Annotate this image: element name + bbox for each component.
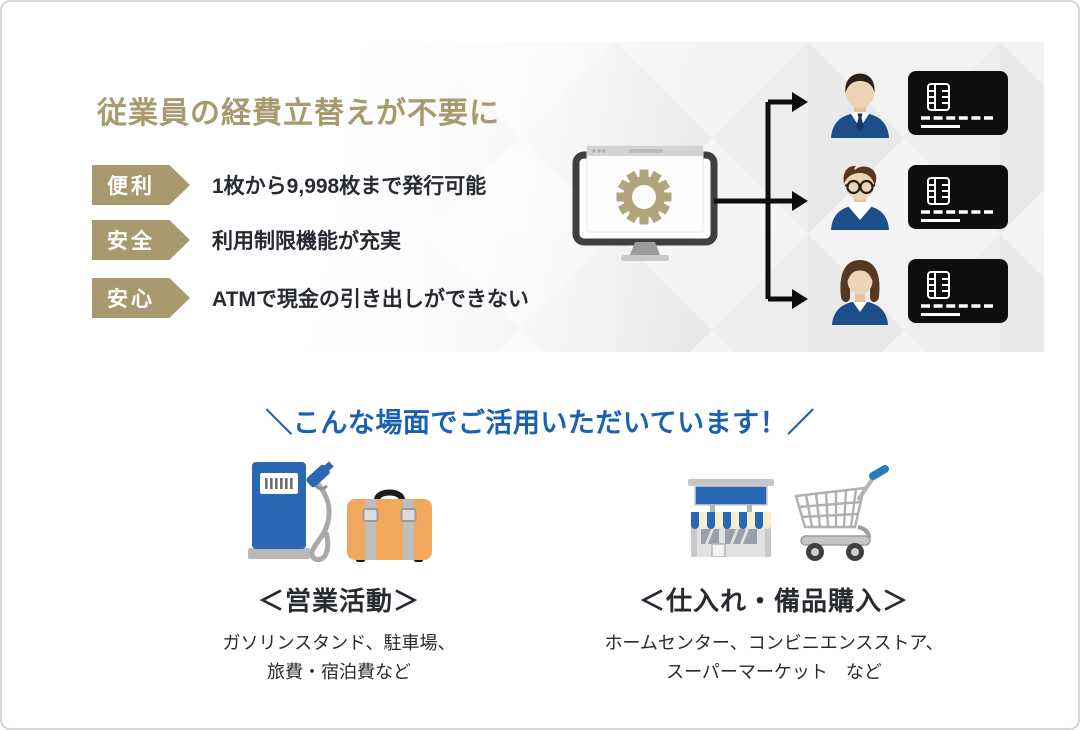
pump-nozzle bbox=[306, 461, 334, 491]
card-chip bbox=[927, 83, 950, 111]
arrowheads bbox=[792, 92, 808, 309]
usage-heading: ＼こんな場面でご活用いただいています！／ bbox=[265, 408, 815, 438]
gas-pump-icon bbox=[248, 461, 334, 563]
feature-badge-anzen: 安全 bbox=[92, 220, 190, 260]
usage-column-line: ガソリンスタンド、駐車場、 bbox=[222, 633, 456, 653]
feature-text-anshin: ATMで現金の引き出しができない bbox=[212, 288, 529, 311]
employee-woman-icon bbox=[832, 260, 888, 325]
suitcase-icon bbox=[347, 489, 432, 562]
usage-column-title: ＜営業活動＞ bbox=[257, 586, 420, 616]
employee-suit-man-icon bbox=[831, 73, 889, 138]
feature-text-benri: 1枚から9,998枚まで発行可能 bbox=[212, 175, 487, 198]
usage-column-line: スーパーマーケット など bbox=[666, 662, 882, 682]
store-awning bbox=[691, 512, 771, 529]
store-windows bbox=[701, 529, 757, 544]
gear-icon bbox=[616, 169, 672, 225]
feature-text-anzen: 利用制限機能が充実 bbox=[212, 230, 401, 253]
feature-badge-anshin: 安心 bbox=[92, 278, 190, 318]
credit-card-icon bbox=[908, 71, 1008, 135]
employee-glasses-man-icon bbox=[831, 165, 889, 230]
feature-badge-benri: 便利 bbox=[92, 165, 190, 205]
usage-column-sales: ＜営業活動＞ ガソリンスタンド、駐車場、 旅費・宿泊費など bbox=[139, 581, 539, 687]
monitor-icon bbox=[572, 145, 718, 261]
monitor-stand bbox=[630, 242, 660, 255]
store-door bbox=[711, 543, 726, 557]
usage-column-title: ＜仕入れ・備品購入＞ bbox=[638, 586, 909, 616]
shopping-cart-icon bbox=[794, 465, 889, 561]
feature-row-anzen: 安全 利用制限機能が充実 bbox=[92, 220, 401, 260]
banner-title: 従業員の経費立替えが不要に bbox=[97, 97, 500, 130]
benefits-banner: 従業員の経費立替えが不要に 便利 1枚から9,998枚まで発行可能 安全 利用制… bbox=[40, 42, 1044, 352]
feature-row-benri: 便利 1枚から9,998枚まで発行可能 bbox=[92, 165, 486, 205]
usage-column-line: ホームセンター、コンビニエンスストア、 bbox=[604, 633, 944, 653]
feature-row-anshin: 安心 ATMで現金の引き出しができない bbox=[92, 278, 529, 318]
arrow-connector bbox=[714, 92, 808, 309]
usage-column-purchasing: ＜仕入れ・備品購入＞ ホームセンター、コンビニエンスストア、 スーパーマーケット… bbox=[574, 581, 974, 687]
credit-card-icon bbox=[908, 165, 1008, 229]
store-icon bbox=[688, 479, 774, 557]
usage-column-line: 旅費・宿泊費など bbox=[267, 662, 411, 682]
glasses bbox=[844, 179, 876, 195]
credit-card-icon bbox=[908, 259, 1008, 323]
cart-basket bbox=[794, 486, 866, 529]
